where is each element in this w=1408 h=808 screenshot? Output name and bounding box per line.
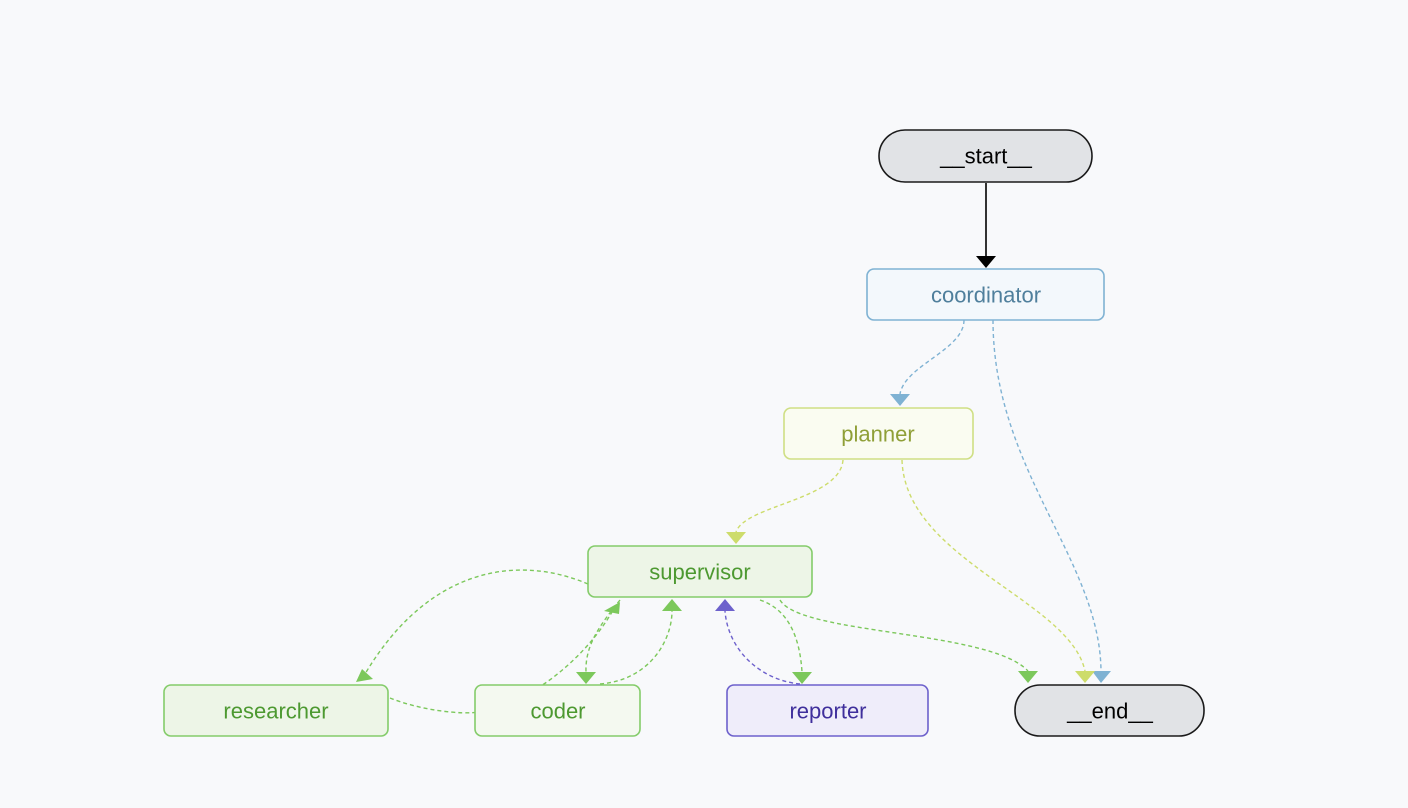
node-reporter-label: reporter <box>789 699 866 724</box>
edge-reporter-to-supervisor <box>724 610 801 685</box>
node-end-label: __end__ <box>1066 699 1153 724</box>
edge-supervisor-to-coder <box>585 599 621 673</box>
node-researcher-label: researcher <box>223 699 328 724</box>
arrowhead-supervisor-from-reporter <box>715 599 735 611</box>
node-coder[interactable]: coder <box>474 684 641 737</box>
edge-coordinator-to-planner <box>899 319 965 395</box>
node-coordinator-label: coordinator <box>931 283 1041 308</box>
node-planner[interactable]: planner <box>783 407 974 460</box>
node-supervisor-label: supervisor <box>649 560 750 585</box>
node-reporter[interactable]: reporter <box>726 684 929 737</box>
edges <box>356 183 1111 714</box>
node-end-box <box>1014 684 1205 737</box>
arrowhead-researcher <box>356 669 373 682</box>
node-researcher-box <box>163 684 389 737</box>
edge-supervisor-to-reporter <box>759 599 803 673</box>
arrowhead-coordinator <box>976 256 996 268</box>
nodes: __start__ coordinator planner supervisor… <box>163 129 1205 737</box>
arrowhead-end-green <box>1018 671 1038 683</box>
node-start[interactable]: __start__ <box>878 129 1093 183</box>
arrowhead-end-yellow <box>1075 671 1095 683</box>
arrowhead-end-blue <box>1092 671 1111 683</box>
arrowhead-supervisor <box>726 532 746 544</box>
edge-planner-to-end <box>901 459 1086 672</box>
node-coder-box <box>474 684 641 737</box>
edge-planner-to-supervisor <box>735 459 844 533</box>
node-coder-label: coder <box>530 699 585 724</box>
node-researcher[interactable]: researcher <box>163 684 389 737</box>
arrowhead-supervisor-from-researcher <box>604 602 620 614</box>
node-supervisor-box <box>587 545 813 598</box>
edge-coordinator-to-end <box>992 319 1102 672</box>
node-start-label: __start__ <box>939 144 1032 169</box>
node-supervisor[interactable]: supervisor <box>587 545 813 598</box>
arrowhead-reporter <box>792 672 812 684</box>
node-planner-label: planner <box>841 422 914 447</box>
node-coordinator[interactable]: coordinator <box>866 268 1105 321</box>
node-planner-box <box>783 407 974 460</box>
edge-researcher-to-supervisor <box>389 611 613 714</box>
node-reporter-box <box>726 684 929 737</box>
edge-coder-to-supervisor <box>599 610 673 685</box>
node-coordinator-box <box>866 268 1105 321</box>
edge-supervisor-to-end <box>779 599 1029 672</box>
arrowhead-supervisor-from-coder <box>662 599 682 611</box>
edge-supervisor-to-researcher <box>364 569 589 675</box>
arrowhead-coder <box>576 672 596 684</box>
node-start-box <box>878 129 1093 183</box>
node-end[interactable]: __end__ <box>1014 684 1205 737</box>
arrowhead-planner <box>890 394 910 406</box>
